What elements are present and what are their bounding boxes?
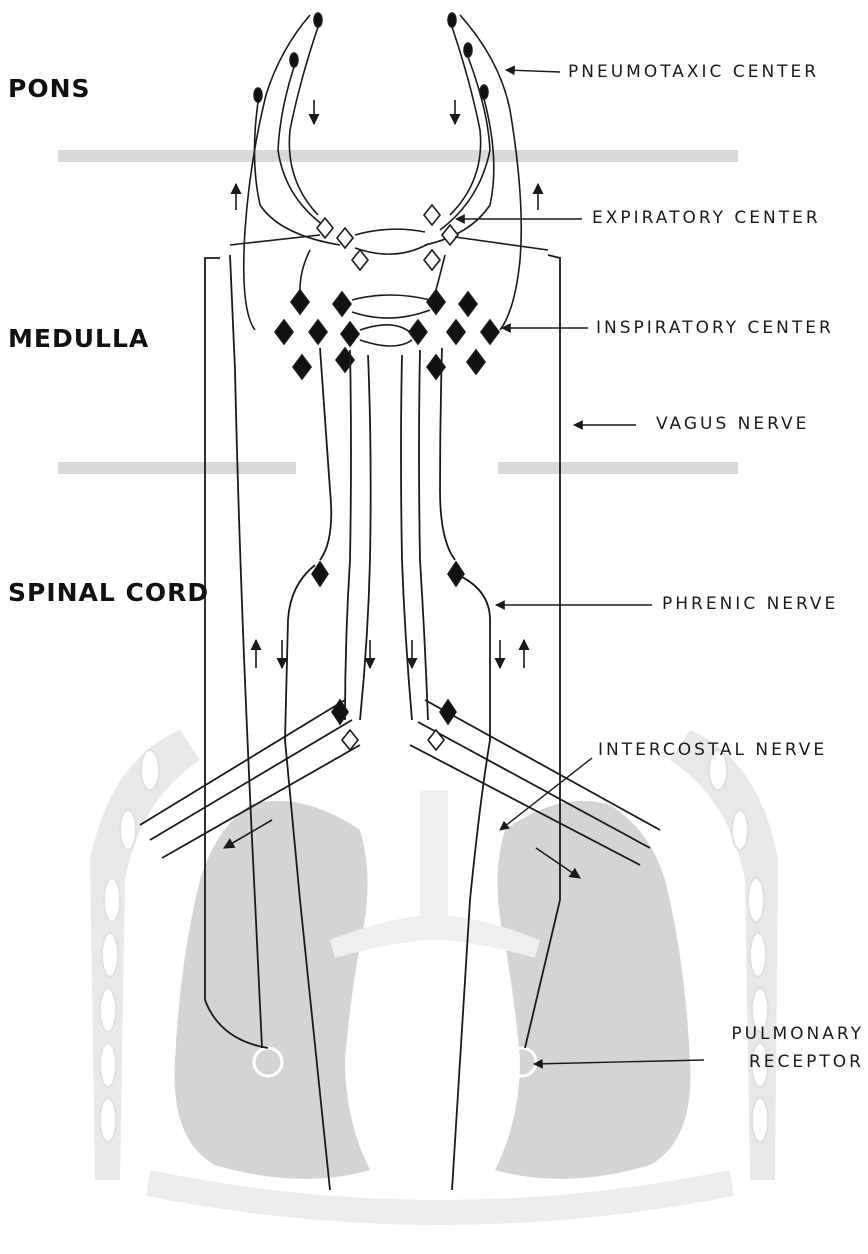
tract-left-inner bbox=[360, 355, 371, 720]
label-expiratory-center: EXPIRATORY CENTER bbox=[592, 208, 821, 228]
label-pneumotaxic-center: PNEUMOTAXIC CENTER bbox=[568, 62, 819, 82]
label-inspiratory-center: INSPIRATORY CENTER bbox=[596, 318, 834, 338]
tract-right-inner bbox=[401, 355, 412, 720]
leader-pneumotaxic bbox=[506, 70, 560, 72]
pons-medulla-divider bbox=[58, 150, 738, 162]
pneumotaxic-neurons bbox=[244, 13, 522, 330]
tract-left-outer bbox=[320, 348, 331, 560]
label-intercostal-nerve: INTERCOSTAL NERVE bbox=[598, 740, 827, 760]
thorax bbox=[90, 730, 778, 1225]
left-lung bbox=[175, 801, 371, 1179]
medulla-spinal-divider-right bbox=[498, 462, 738, 474]
label-receptor: RECEPTOR bbox=[749, 1052, 864, 1072]
right-lung bbox=[495, 801, 691, 1179]
intercostal-motor-right bbox=[440, 700, 456, 724]
diaphragm bbox=[146, 1170, 734, 1225]
inspiratory-network bbox=[275, 250, 499, 379]
phrenic-right bbox=[452, 575, 490, 1190]
tract-left-mid bbox=[345, 350, 351, 720]
label-medulla: MEDULLA bbox=[8, 324, 149, 353]
expiratory-network bbox=[230, 205, 548, 270]
label-spinal-cord: SPINAL CORD bbox=[8, 578, 209, 607]
label-phrenic-nerve: PHRENIC NERVE bbox=[662, 594, 838, 614]
tract-right-outer bbox=[440, 348, 455, 560]
intercostal-sensory-right bbox=[428, 730, 444, 750]
label-vagus-nerve: VAGUS NERVE bbox=[656, 414, 809, 434]
medulla-spinal-divider-left bbox=[58, 462, 296, 474]
tract-right-mid bbox=[419, 350, 428, 720]
phrenic-motor-right bbox=[448, 562, 464, 586]
label-pulmonary: PULMONARY bbox=[731, 1024, 864, 1044]
motor-neurons bbox=[312, 562, 464, 750]
label-pons: PONS bbox=[8, 74, 91, 103]
